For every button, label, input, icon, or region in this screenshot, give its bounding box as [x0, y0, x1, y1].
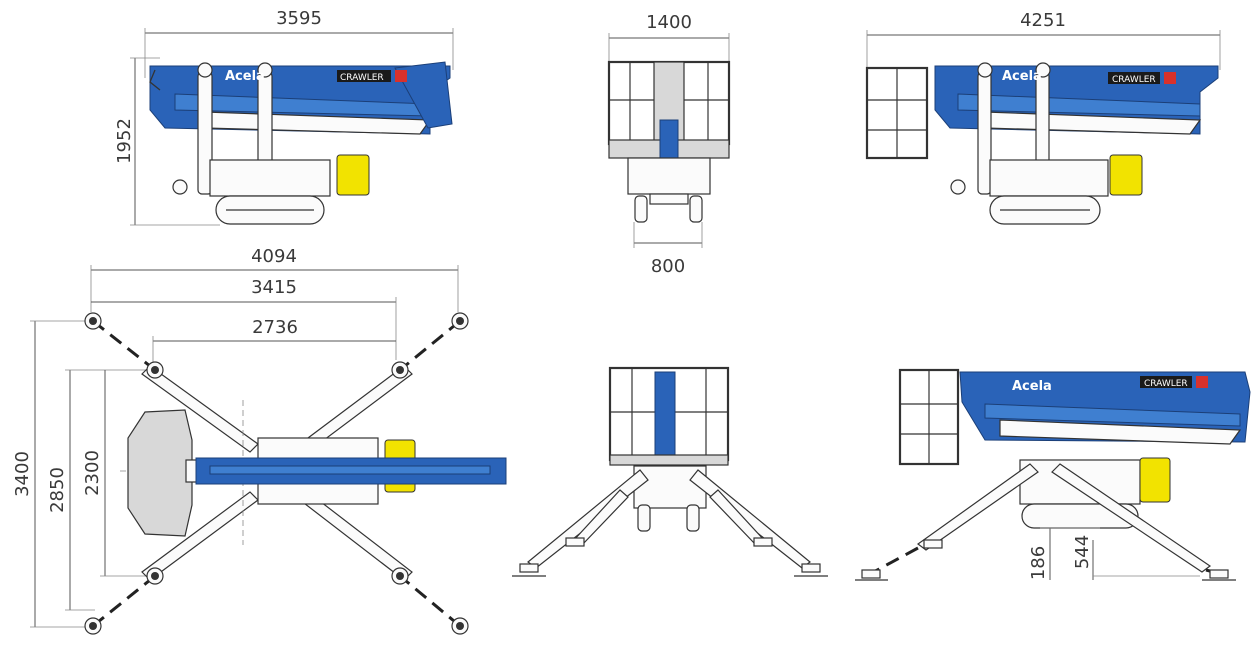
model-badge-side [337, 70, 391, 82]
dim-side-length: 3595 [144, 8, 454, 78]
logo-side-deployed: Acela [1012, 379, 1052, 394]
dim-outrigger-width-middle: 2850 [47, 369, 150, 611]
dim-top-span-outer: 4094 [90, 246, 459, 312]
badge-text-side-basket: CRAWLER [1112, 75, 1156, 85]
red-badge-side [395, 70, 407, 82]
ballast-side-deployed [1139, 457, 1171, 503]
dim-front-width: 1400 [608, 12, 730, 62]
ballast-side [336, 154, 370, 196]
red-badge-side-basket [1164, 72, 1176, 84]
ballast-side-basket [1109, 154, 1143, 196]
machine-side-basket: Acela CRAWLER [865, 62, 1219, 225]
dim-label-outrigger-width-middle: 2850 [47, 467, 68, 513]
dim-top-span-middle: 3415 [91, 277, 397, 360]
dim-label-track-width: 800 [651, 256, 685, 277]
machine-side: Acela CRAWLER [149, 61, 453, 225]
dim-ground-clearance-track: 186 [1028, 527, 1100, 580]
outrigger-arms [92, 319, 461, 628]
dim-outrigger-width-inner: 2300 [82, 370, 150, 577]
dim-label-ground-clearance-pad: 544 [1072, 535, 1093, 569]
dim-label-top-span-inner: 2736 [252, 317, 298, 338]
dim-top-span-inner: 2736 [152, 317, 396, 362]
logo-side: Acela [225, 69, 265, 84]
badge-text-side: CRAWLER [340, 73, 384, 83]
dim-label-side-height: 1952 [114, 118, 135, 164]
dim-ground-clearance-pad: 544 [1072, 535, 1200, 580]
side-view-transport: 3595 1952 Acela CRAWLER [114, 8, 454, 226]
dim-label-ground-clearance-track: 186 [1028, 546, 1049, 580]
dim-side-height: 1952 [114, 57, 220, 226]
dim-track-width: 800 [633, 222, 703, 277]
dim-label-top-span-middle: 3415 [251, 277, 297, 298]
dim-label-side-length: 3595 [276, 8, 322, 29]
top-view-outriggers: 4094 3415 2736 3400 2850 2300 [12, 246, 510, 635]
machine-front [607, 60, 731, 223]
red-badge-side-deployed [1196, 376, 1208, 388]
side-view-deployed: Acela CRAWLER 186 544 [855, 368, 1251, 581]
model-badge-side-deployed [1140, 376, 1192, 388]
front-view-deployed [512, 366, 828, 577]
dim-label-top-span-outer: 4094 [251, 246, 297, 267]
basket-top [127, 409, 193, 537]
dim-label-outrigger-width-outer: 3400 [12, 451, 33, 497]
side-view-with-basket: 4251 Acela CRAWLER [865, 10, 1221, 225]
logo-side-basket: Acela [1002, 69, 1042, 84]
outrigger-pads [84, 312, 469, 635]
dim-outrigger-width-outer: 3400 [12, 320, 90, 628]
dim-label-outrigger-width-inner: 2300 [82, 450, 103, 496]
front-view-transport: 1400 800 [607, 12, 731, 277]
dim-label-side-basket-length: 4251 [1020, 10, 1066, 31]
dim-label-front-width: 1400 [646, 12, 692, 33]
badge-text-side-deployed: CRAWLER [1144, 379, 1188, 389]
dim-side-basket-length: 4251 [866, 10, 1221, 70]
model-badge-side-basket [1108, 72, 1160, 84]
